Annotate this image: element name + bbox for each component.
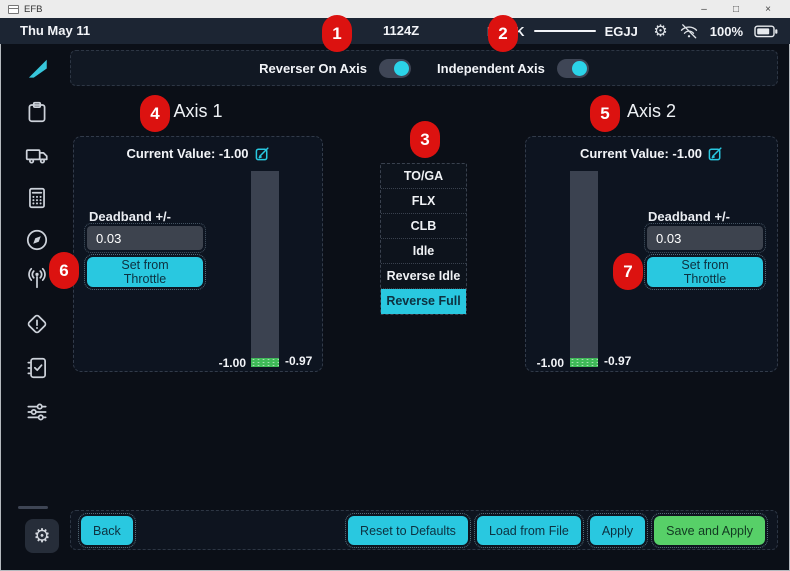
window-controls: – □ × (698, 4, 782, 15)
sidebar-divider (18, 506, 48, 509)
axis-options-panel: Reverser On Axis Independent Axis (70, 50, 778, 86)
action-bar: Back Reset to Defaults Load from File Ap… (70, 510, 778, 550)
axis1-set-from-throttle-button[interactable]: Set from Throttle (84, 254, 206, 290)
independent-axis-toggle[interactable] (556, 58, 589, 78)
status-time-zulu: 1124Z (383, 23, 420, 38)
axis2-deadband-input[interactable] (644, 223, 766, 253)
edit-pencil-icon[interactable] (255, 146, 270, 161)
detent-reverse-idle[interactable]: Reverse Idle (381, 264, 466, 289)
axis1-current-value: Current Value: -1.00 (126, 146, 249, 161)
annotation-marker-3: 3 (410, 121, 440, 158)
axis2-set-from-throttle-button[interactable]: Set from Throttle (644, 254, 766, 290)
axis2-current-value: Current Value: -1.00 (579, 146, 703, 161)
sidebar-gear-button[interactable]: ⚙ (25, 519, 59, 553)
axis2-bar-fill (570, 358, 598, 367)
axis1-deadband-label: Deadband +/- (89, 209, 171, 224)
detent-clb[interactable]: CLB (381, 214, 466, 239)
axis1-deadband-input[interactable] (84, 223, 206, 253)
reset-to-defaults-button[interactable]: Reset to Defaults (345, 513, 471, 548)
axis1-bar-fill (251, 358, 279, 367)
independent-axis-label: Independent Axis (437, 60, 545, 76)
axis1-current-value-row: Current Value: -1.00 (74, 146, 322, 161)
status-icons: ⚙ 100% (653, 18, 778, 44)
toggle-knob (394, 60, 410, 76)
route-progress-line (533, 30, 596, 32)
annotation-marker-1: 1 (322, 15, 352, 52)
maximize-icon[interactable]: □ (732, 3, 740, 15)
axis1-bar-min-label: -1.00 (218, 356, 246, 370)
right-actions: Reset to Defaults Load from File Apply S… (345, 513, 768, 548)
route-destination: EGJJ (604, 23, 638, 39)
axis2-current-value-row: Current Value: -1.00 (526, 146, 777, 161)
detent-flx[interactable]: FLX (381, 189, 466, 214)
reverser-toggle-group: Reverser On Axis (259, 58, 412, 78)
settings-gear-icon[interactable]: ⚙ (653, 21, 668, 40)
clipboard-icon[interactable] (24, 99, 50, 125)
axis2-bar-max-label: -0.97 (604, 354, 632, 368)
reverser-on-axis-label: Reverser On Axis (259, 60, 368, 76)
sliders-settings-icon[interactable] (24, 399, 50, 425)
load-from-file-button[interactable]: Load from File (473, 513, 584, 548)
status-date: Thu May 11 (20, 23, 91, 38)
annotation-marker-7: 7 (613, 253, 643, 290)
status-bar: Thu May 11 1124Z EGKK EGJJ ⚙ 100% (0, 18, 790, 44)
close-icon[interactable]: × (765, 3, 771, 15)
save-and-apply-button[interactable]: Save and Apply (651, 513, 768, 548)
axis2-bar-min-label: -1.00 (536, 356, 564, 370)
axis1-title: Axis 1 (173, 101, 223, 121)
toggle-knob (571, 60, 587, 76)
axis1-panel: Current Value: -1.00 -1.00 -0.97 Deadban… (73, 136, 323, 372)
compass-icon[interactable] (24, 227, 50, 253)
calculator-icon[interactable] (24, 185, 50, 211)
edit-pencil-icon[interactable] (708, 146, 723, 161)
checklist-notebook-icon[interactable] (24, 355, 50, 381)
axis2-panel: Current Value: -1.00 -1.00 -0.97 Deadban… (525, 136, 778, 372)
throttle-detent-list: TO/GA FLX CLB Idle Reverse Idle Reverse … (380, 163, 467, 315)
annotation-marker-6: 6 (49, 252, 79, 289)
app-window-icon (8, 4, 19, 14)
gear-icon: ⚙ (33, 524, 51, 547)
battery-percent: 100% (709, 23, 743, 39)
os-titlebar: EFB – □ × (0, 0, 790, 18)
wifi-off-icon[interactable] (679, 23, 699, 40)
axis1-bar-max-label: -0.97 (285, 354, 313, 368)
axis2-deadband-label: Deadband +/- (648, 209, 730, 224)
window-title: EFB (24, 3, 43, 15)
detent-toga[interactable]: TO/GA (381, 164, 466, 189)
airline-logo-icon[interactable] (23, 56, 51, 82)
annotation-marker-4: 4 (140, 95, 170, 132)
back-button[interactable]: Back (78, 513, 136, 548)
minimize-icon[interactable]: – (701, 3, 707, 15)
axis2-title: Axis 2 (626, 101, 677, 121)
truck-icon[interactable] (24, 142, 50, 168)
warning-diamond-icon[interactable] (24, 311, 50, 337)
reverser-on-axis-toggle[interactable] (379, 58, 412, 78)
axis2-value-bar (570, 171, 598, 367)
annotation-marker-5: 5 (590, 95, 620, 132)
battery-icon (754, 25, 778, 37)
detent-idle[interactable]: Idle (381, 239, 466, 264)
detent-reverse-full[interactable]: Reverse Full (381, 289, 466, 314)
antenna-icon[interactable] (24, 265, 50, 291)
apply-button[interactable]: Apply (586, 513, 649, 548)
axis1-value-bar (251, 171, 279, 367)
independent-toggle-group: Independent Axis (437, 58, 589, 78)
annotation-marker-2: 2 (488, 15, 518, 52)
